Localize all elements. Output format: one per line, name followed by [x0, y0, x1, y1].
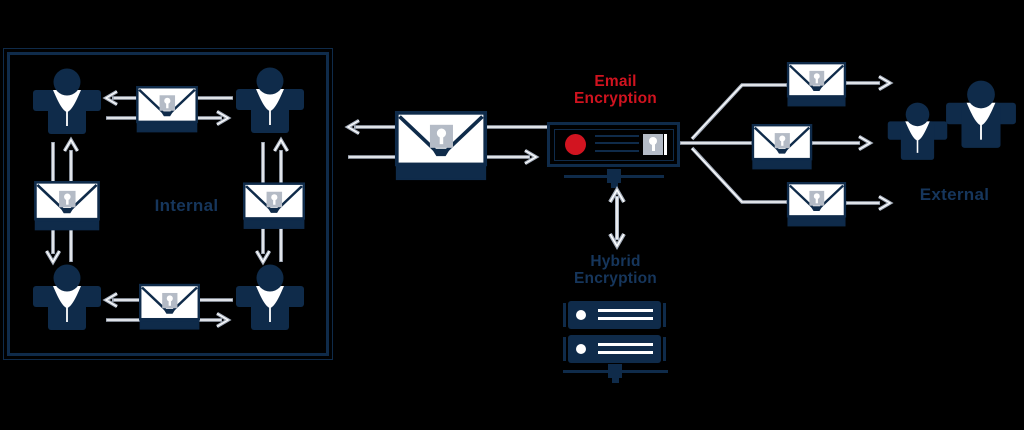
internal-user-icon — [234, 67, 306, 133]
external-zone-label: External — [919, 185, 990, 204]
gateway-lock-icon — [643, 134, 663, 155]
gateway-lock-highlight — [663, 134, 667, 155]
server-ear — [663, 337, 666, 361]
internal-user-icon — [31, 68, 103, 134]
gateway-label: Email Encryption — [574, 73, 657, 107]
encrypted-email-icon — [392, 111, 490, 181]
email-encryption-gateway-icon — [547, 122, 680, 167]
server-detail-line — [598, 309, 653, 312]
encrypted-email-icon — [136, 86, 198, 133]
server-detail-line — [598, 343, 653, 346]
external-user-icon — [944, 80, 1018, 148]
encrypted-email-icon — [243, 181, 305, 231]
gateway-detail-line — [595, 149, 639, 152]
server-led — [576, 344, 586, 354]
internal-zone-label: Internal — [154, 196, 219, 215]
server-led — [576, 310, 586, 320]
encrypted-email-icon — [786, 182, 847, 227]
server-ear — [563, 303, 566, 327]
internal-user-icon — [234, 264, 306, 330]
gateway-fanout-lines — [680, 83, 787, 204]
gateway-detail-line — [595, 134, 639, 137]
encrypted-email-icon — [786, 62, 847, 107]
internal-user-icon — [31, 264, 103, 330]
server-stand-foot — [612, 378, 619, 383]
external-user-icon — [886, 102, 949, 160]
internal-zone-border — [3, 48, 333, 360]
server-stand-connector — [608, 364, 622, 378]
arrow-to-external-middle-icon — [812, 134, 874, 152]
gateway-detail-line — [595, 142, 639, 145]
server-detail-line — [598, 317, 653, 320]
hybrid-server-label: Hybrid Encryption — [574, 253, 657, 287]
gateway-stand-foot — [611, 183, 618, 188]
server-ear — [563, 337, 566, 361]
encrypted-email-icon — [139, 283, 200, 331]
server-ear — [663, 303, 666, 327]
encrypted-email-icon — [34, 181, 100, 231]
server-detail-line — [598, 351, 653, 354]
gateway-stand-connector — [607, 169, 621, 183]
gateway-status-led — [565, 134, 586, 155]
arrow-gateway-hybrid-icon — [608, 186, 626, 250]
encrypted-email-icon — [751, 124, 813, 170]
arrow-to-external-top-icon — [846, 74, 894, 92]
arrow-to-external-bottom-icon — [846, 194, 894, 212]
